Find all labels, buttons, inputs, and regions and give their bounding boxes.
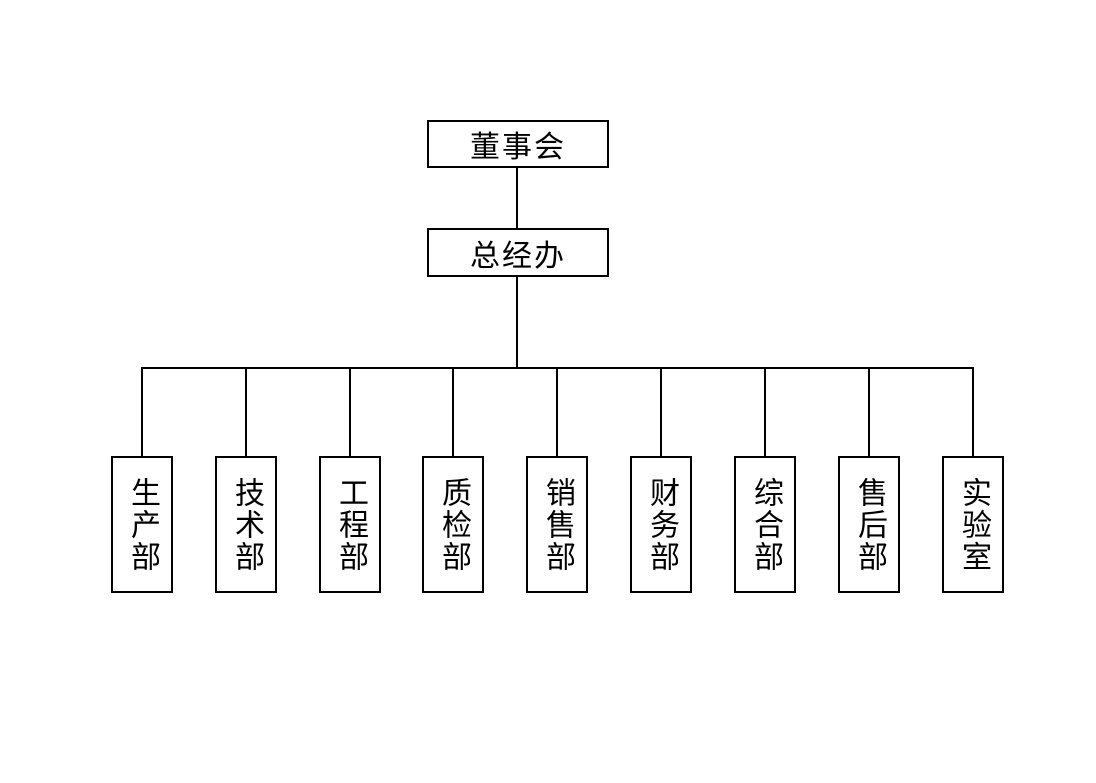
node-engineering-label: 工程部 — [333, 476, 368, 573]
node-after-sales-dept: 售后部 — [838, 456, 900, 593]
node-laboratory: 实验室 — [942, 456, 1004, 593]
node-laboratory-label: 实验室 — [956, 476, 991, 573]
node-production-label: 生产部 — [125, 476, 160, 573]
node-technology-label: 技术部 — [229, 476, 264, 573]
node-sales-dept: 销售部 — [526, 456, 588, 593]
node-general-affairs-label: 综合部 — [748, 476, 783, 573]
node-quality-inspection-dept: 质检部 — [422, 456, 484, 593]
node-board-label: 董事会 — [470, 130, 566, 165]
connector-drop-quality — [452, 369, 454, 456]
node-after-sales-label: 售后部 — [852, 476, 887, 573]
node-finance-dept: 财务部 — [630, 456, 692, 593]
connector-drop-technology — [245, 369, 247, 456]
connector-bus-line — [141, 367, 974, 369]
node-engineering-dept: 工程部 — [319, 456, 381, 593]
node-technology-dept: 技术部 — [215, 456, 277, 593]
node-sales-label: 销售部 — [540, 476, 575, 573]
node-finance-label: 财务部 — [644, 476, 679, 573]
node-general-affairs-dept: 综合部 — [734, 456, 796, 593]
connector-drop-finance — [660, 369, 662, 456]
node-gmo-label: 总经办 — [470, 238, 566, 274]
node-quality-inspection-label: 质检部 — [436, 476, 471, 573]
connector-drop-after-sales — [868, 369, 870, 456]
node-production-dept: 生产部 — [111, 456, 173, 593]
connector-drop-production — [141, 369, 143, 456]
connector-board-to-gmo — [516, 168, 518, 228]
connector-drop-laboratory — [972, 369, 974, 456]
node-general-manager-office: 总经办 — [427, 228, 609, 277]
connector-drop-sales — [556, 369, 558, 456]
connector-drop-general-affairs — [764, 369, 766, 456]
connector-drop-engineering — [349, 369, 351, 456]
connector-gmo-to-bus — [516, 277, 518, 368]
node-board-of-directors: 董事会 — [427, 120, 609, 168]
